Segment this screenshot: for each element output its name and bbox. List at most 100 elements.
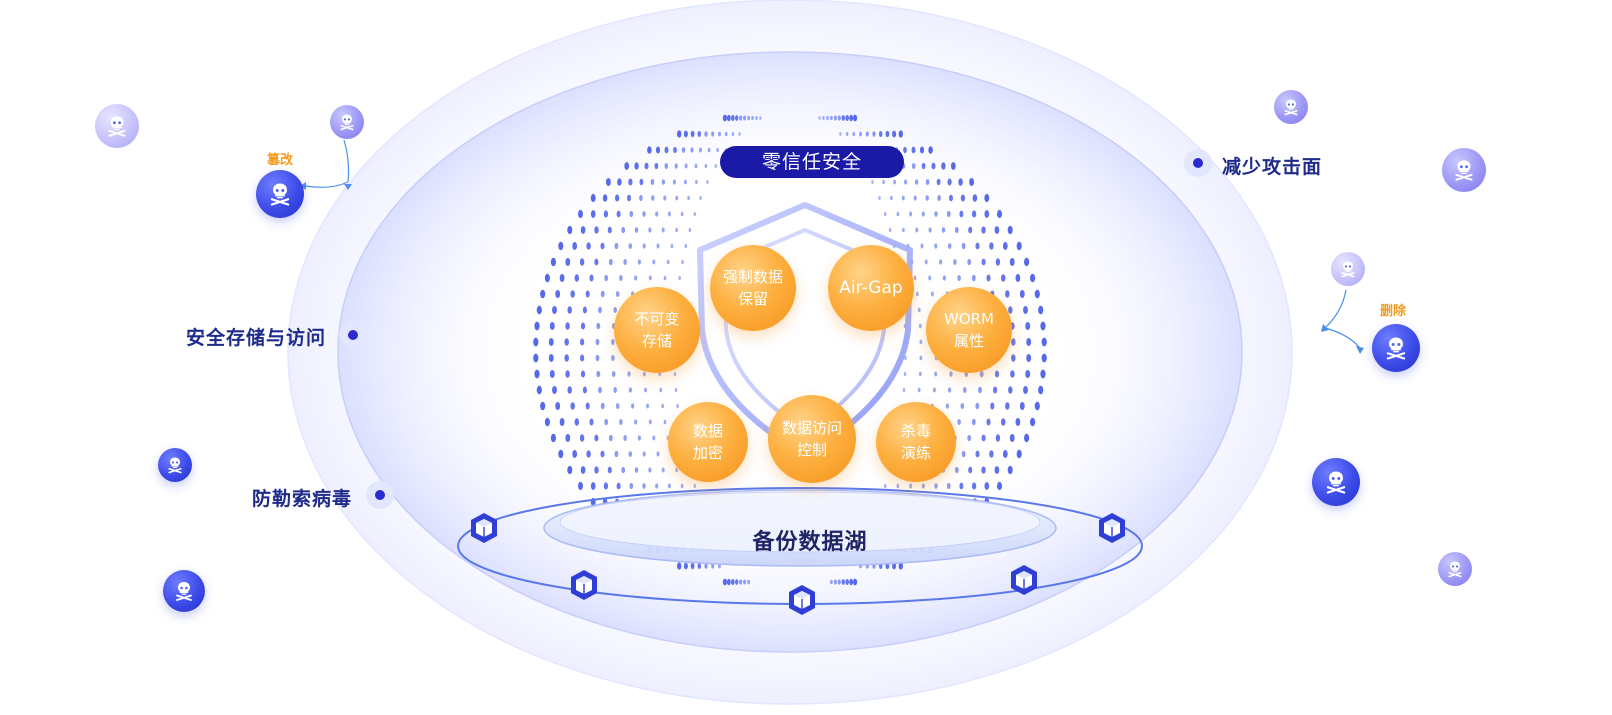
globe-dot <box>833 115 837 121</box>
globe-dot <box>595 354 600 362</box>
globe-dot <box>1025 369 1031 379</box>
globe-dot <box>655 146 661 154</box>
globe-dot <box>896 483 900 489</box>
globe-dot <box>634 162 639 170</box>
globe-dot <box>707 147 711 153</box>
globe-dot <box>921 162 926 170</box>
globe-dot <box>930 291 934 297</box>
globe-dot <box>1026 337 1032 347</box>
globe-dot <box>849 578 854 586</box>
cube-icon <box>1099 513 1125 543</box>
globe-dot <box>878 131 883 137</box>
globe-dot <box>735 115 739 121</box>
globe-dot <box>595 338 600 346</box>
globe-dot <box>1005 402 1010 410</box>
globe-dot <box>661 227 665 233</box>
globe-dot <box>718 131 721 137</box>
globe-dot <box>602 194 608 202</box>
globe-dot <box>627 194 631 202</box>
globe-dot <box>1024 433 1030 443</box>
globe-dot <box>582 386 587 394</box>
globe-dot <box>909 211 913 217</box>
globe-dot <box>953 259 957 265</box>
globe-dot <box>925 195 929 201</box>
globe-dot <box>619 275 623 281</box>
globe-dot <box>904 179 908 185</box>
globe-dot <box>1002 242 1008 250</box>
globe-dot <box>544 273 550 283</box>
globe-dot <box>690 147 694 153</box>
globe-dot <box>845 114 850 122</box>
feature-data-retention: 强制数据保留 <box>710 245 796 331</box>
globe-dot <box>949 194 953 202</box>
globe-dot <box>558 449 564 459</box>
globe-dot <box>726 578 731 586</box>
globe-dot <box>981 466 986 474</box>
cube-icon <box>1011 565 1037 595</box>
cube-icon <box>471 513 497 543</box>
globe-dot <box>623 435 627 441</box>
globe-dot <box>1008 306 1013 314</box>
globe-dot <box>919 146 925 154</box>
globe-dot <box>564 338 569 346</box>
globe-dot <box>567 465 573 475</box>
globe-dot <box>675 227 678 233</box>
globe-dot <box>924 259 928 265</box>
globe-dot <box>690 130 695 138</box>
globe-dot <box>628 243 633 249</box>
globe-dot <box>934 371 938 377</box>
globe-dot <box>969 178 974 186</box>
globe-dot <box>903 146 907 154</box>
globe-dot <box>586 450 591 458</box>
globe-dot <box>947 178 952 186</box>
globe-dot <box>684 243 688 249</box>
globe-dot <box>567 225 573 235</box>
globe-dot <box>627 371 631 377</box>
globe-dot <box>693 483 697 489</box>
globe-dot <box>882 179 885 185</box>
globe-dot <box>652 259 656 265</box>
globe-dot <box>604 418 609 426</box>
globe-dot <box>580 338 585 346</box>
cube-icon <box>789 585 815 615</box>
globe-dot <box>619 419 623 425</box>
globe-dot <box>633 275 638 281</box>
globe-dot <box>743 579 747 585</box>
globe-dot <box>892 130 897 138</box>
globe-dot <box>1015 418 1021 426</box>
globe-dot <box>598 306 602 314</box>
threat-label-delete: 删除 <box>1380 304 1407 319</box>
globe-dot <box>981 226 986 234</box>
globe-dot <box>540 289 546 299</box>
globe-dot <box>534 369 540 379</box>
globe-dot <box>600 242 605 250</box>
globe-dot <box>559 418 565 426</box>
globe-dot <box>673 371 677 377</box>
globe-dot <box>961 450 966 458</box>
globe-dot <box>567 386 572 394</box>
globe-dot <box>655 483 659 489</box>
globe-dot <box>652 435 656 441</box>
skull-crossbones-icon <box>163 570 205 612</box>
globe-dot <box>688 227 692 233</box>
globe-dot <box>938 259 943 265</box>
globe-dot <box>833 579 837 585</box>
globe-dot <box>1026 353 1032 363</box>
globe-dot <box>642 211 646 217</box>
globe-dot <box>898 130 903 138</box>
globe-dot <box>615 403 620 409</box>
globe-dot <box>986 274 991 282</box>
globe-dot <box>673 146 677 154</box>
globe-dot <box>865 131 869 137</box>
globe-dot <box>1011 338 1016 346</box>
globe-dot <box>565 434 571 442</box>
skull-crossbones-icon <box>95 104 139 148</box>
globe-dot <box>674 163 678 169</box>
globe-dot <box>960 194 966 202</box>
globe-dot <box>981 434 986 442</box>
skull-crossbones-icon <box>158 448 192 482</box>
globe-dot <box>574 418 580 426</box>
globe-dot <box>839 132 842 136</box>
